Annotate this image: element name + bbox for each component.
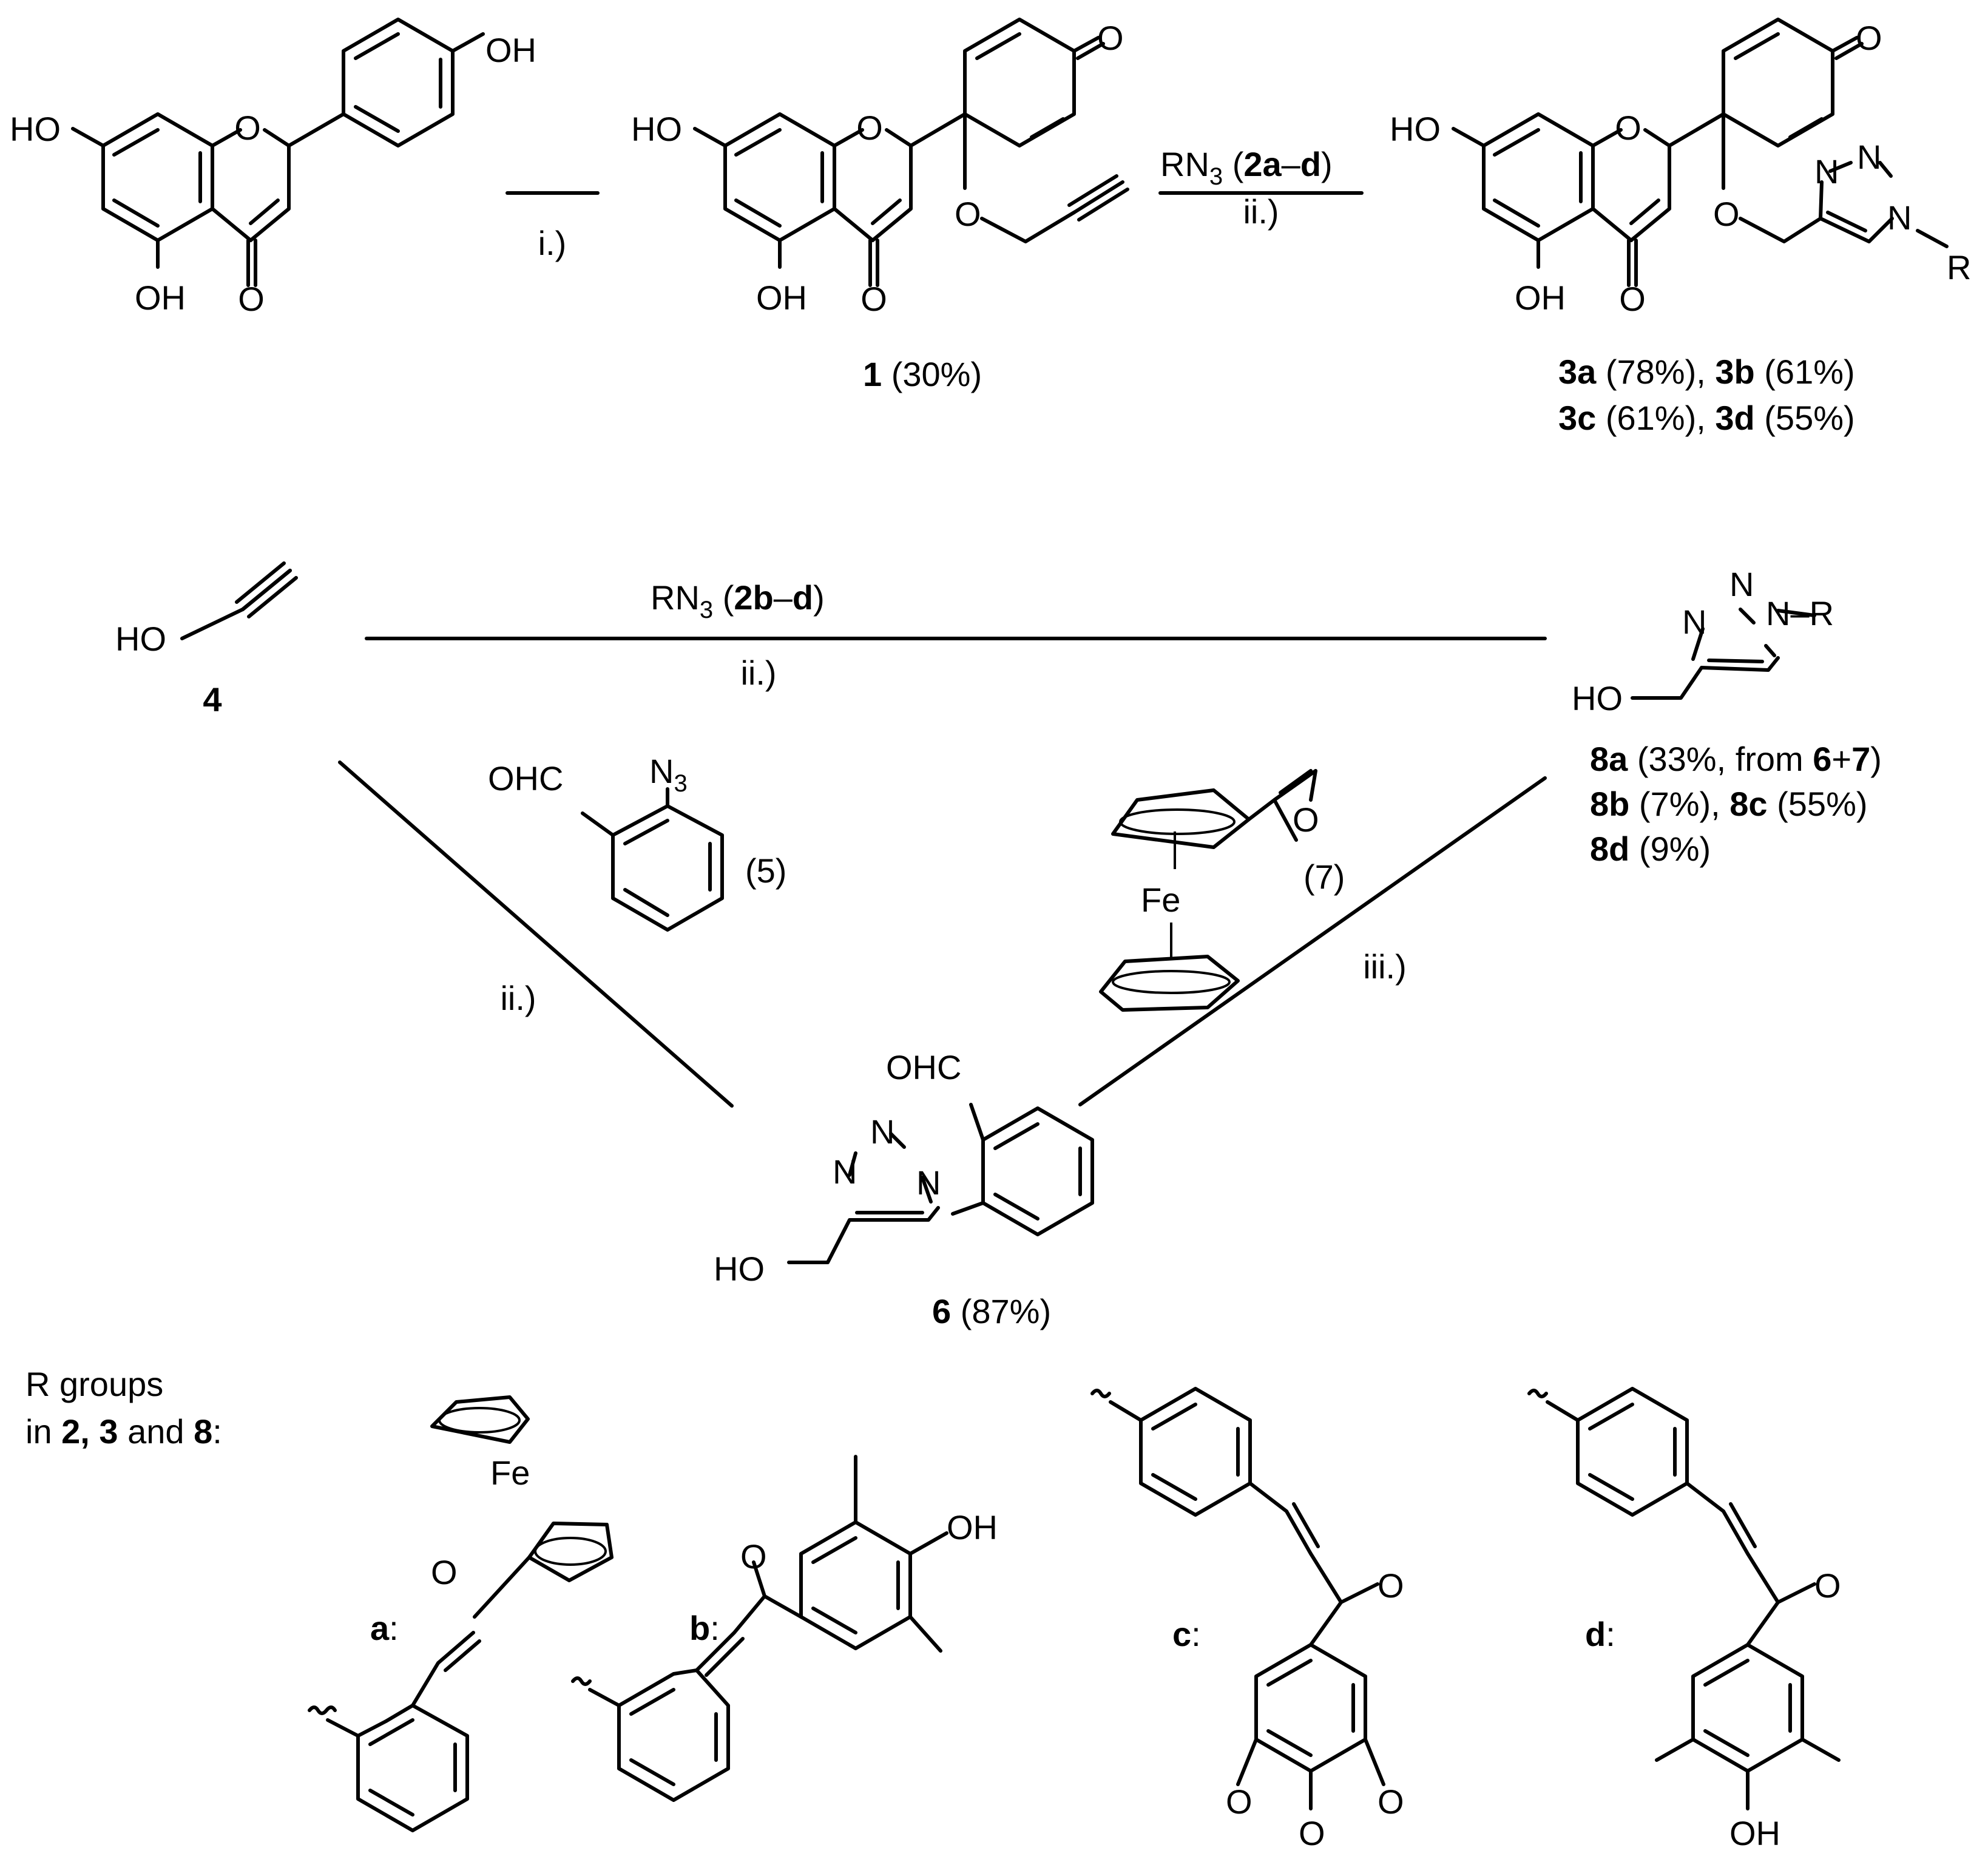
atom-label: R: [1947, 248, 1971, 286]
atom-label: OH: [947, 1508, 998, 1546]
atom-label: O: [431, 1553, 458, 1591]
atom-label: O: [1097, 19, 1124, 57]
atom-label: Fe: [1141, 881, 1180, 919]
atom-label: OH: [1515, 279, 1566, 317]
reagent-label: RN3 (2b–d): [651, 578, 825, 623]
r-group-d-structure: O OH d:: [1527, 1387, 1841, 1852]
atom-label: N: [870, 1112, 894, 1151]
atom-label: OH: [485, 31, 536, 69]
atom-label: O: [1226, 1783, 1253, 1821]
atom-label: N3: [649, 752, 688, 797]
atom-label: OH: [135, 279, 186, 317]
compound-6-caption: 6 (87%): [932, 1292, 1051, 1330]
atom-label: O: [955, 195, 981, 233]
r-group-b-label: b:: [689, 1609, 720, 1647]
atom-label: OHC: [886, 1048, 961, 1086]
r-groups-title: R groups: [25, 1365, 163, 1403]
atom-label: OH: [756, 279, 807, 317]
atom-label: HO: [10, 110, 61, 148]
atom-label: O: [1378, 1566, 1404, 1605]
step-label: ii.): [740, 654, 776, 692]
reagent-label: RN3 (2a–d): [1160, 145, 1333, 190]
atom-label: O: [1293, 801, 1319, 839]
r-group-b-structure: O OH b:: [571, 1455, 998, 1802]
atom-label: O: [238, 280, 265, 318]
atom-label: HO: [1572, 679, 1623, 717]
r-group-c-structure: O O O O c:: [1090, 1387, 1404, 1852]
compound-8-caption-line2: 8b (7%), 8c (55%): [1590, 785, 1868, 823]
atom-label: O: [234, 109, 261, 147]
atom-label: O: [860, 280, 887, 318]
step-label: i.): [538, 224, 567, 262]
atom-label: HO: [115, 620, 166, 658]
atom-label: OH: [1729, 1814, 1780, 1852]
compound-3-caption-line1: 3a (78%), 3b (61%): [1558, 353, 1855, 391]
atom-label: N–R: [1766, 594, 1834, 632]
arrow-step-ii-middle: RN3 (2b–d) ii.): [365, 578, 1547, 692]
atom-label: N: [1887, 198, 1912, 237]
compound-5-structure: OHC N3 (5): [488, 752, 786, 932]
compound-4-caption: 4: [203, 680, 221, 719]
atom-label: HO: [631, 110, 682, 148]
step-label: ii.): [500, 979, 536, 1017]
atom-label: HO: [714, 1250, 765, 1288]
compound-1-caption: 1 (30%): [863, 355, 982, 393]
compound-5-caption: (5): [745, 852, 786, 890]
atom-label: O: [1619, 280, 1646, 318]
atom-label: Fe: [490, 1454, 530, 1492]
arrow-step-i: i.): [505, 191, 600, 262]
atom-label: N: [833, 1153, 857, 1191]
arrow-step-ii-lower: ii.): [338, 760, 734, 1108]
arrow-step-ii-top: RN3 (2a–d) ii.): [1158, 145, 1364, 231]
atom-label: N: [1729, 565, 1754, 603]
arrow-step-iii: iii.): [1078, 776, 1547, 1106]
compound-3-structure: HO O O O N N N R OH O: [1390, 18, 1971, 318]
atom-label: N: [1682, 603, 1706, 641]
compound-6-structure: OHC N N N HO: [714, 1048, 1094, 1288]
compound-4-structure: HO: [115, 561, 298, 658]
atom-label: O: [856, 109, 883, 147]
apigenin-structure: HO O OH OH O: [10, 18, 536, 318]
atom-label: OHC: [488, 759, 563, 797]
atom-label: N: [1814, 152, 1839, 191]
step-label: iii.): [1363, 947, 1407, 986]
compound-7-structure: Fe O (7): [1099, 769, 1345, 1012]
compound-8-structure: N N N–R HO: [1572, 565, 1834, 717]
atom-label: N: [916, 1163, 941, 1202]
compound-8-caption-line1: 8a (33%, from 6+7): [1590, 740, 1882, 778]
compound-7-caption: (7): [1303, 858, 1345, 896]
step-label: ii.): [1243, 192, 1279, 231]
r-group-d-label: d:: [1585, 1615, 1615, 1653]
atom-label: HO: [1390, 110, 1441, 148]
compound-3-caption-line2: 3c (61%), 3d (55%): [1558, 399, 1855, 437]
r-group-a-label: a:: [370, 1609, 399, 1647]
atom-label: O: [1814, 1566, 1841, 1605]
r-group-c-label: c:: [1172, 1615, 1201, 1653]
r-group-a-structure: Fe O a:: [308, 1395, 614, 1832]
atom-label: O: [1615, 109, 1641, 147]
atom-label: O: [1713, 195, 1740, 233]
r-groups-subtitle: in 2, 3 and 8:: [25, 1412, 222, 1451]
atom-label: O: [1299, 1814, 1325, 1852]
atom-label: O: [1856, 19, 1882, 57]
compound-8-caption-line3: 8d (9%): [1590, 830, 1711, 868]
atom-label: N: [1857, 138, 1881, 176]
atom-label: O: [740, 1537, 767, 1576]
atom-label: O: [1378, 1783, 1404, 1821]
compound-1-structure: HO O O O OH O: [631, 18, 1129, 318]
